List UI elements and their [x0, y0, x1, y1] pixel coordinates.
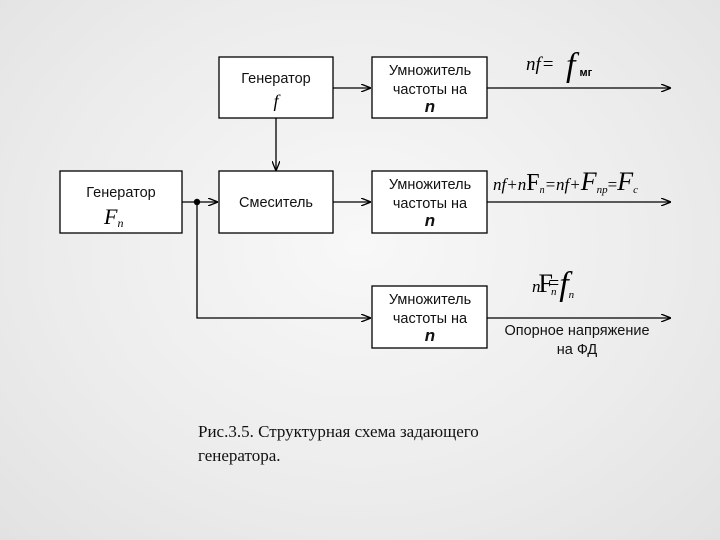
- caption-line1: Рис.3.5. Структурная схема задающего: [198, 422, 479, 441]
- block-multiplier-mid: Умножитель частоты на n: [371, 170, 488, 234]
- generator-f-symbol: f: [273, 91, 281, 111]
- generator-f-title: Генератор: [241, 71, 310, 87]
- figure-caption: Рис.3.5. Структурная схема задающего ген…: [198, 420, 578, 468]
- block-generator-f: Генератор f: [218, 56, 334, 119]
- block-multiplier-bot: Умножитель частоты на n: [371, 285, 488, 349]
- multiplier-top-line1: Умножитель: [389, 63, 471, 79]
- output-bot-expression: nFп=fп: [532, 266, 575, 303]
- output-bot-formula: nFп=fп Опорное напряжение на ФД: [504, 266, 649, 358]
- generator-fn-title: Генератор: [86, 185, 155, 201]
- multiplier-bot-line1: Умножитель: [389, 292, 471, 308]
- arrow-gen-fn-to-mult-bot: [196, 202, 370, 318]
- generator-fn-symbol: Fп: [103, 204, 123, 230]
- reference-voltage-label-line1: Опорное напряжение: [504, 323, 649, 339]
- output-top-lhs: nf=: [526, 54, 554, 75]
- multiplier-bot-line2: частоты на: [393, 311, 468, 327]
- reference-voltage-label-line2: на ФД: [557, 342, 598, 358]
- multiplier-mid-line2: частоты на: [393, 196, 468, 212]
- multiplier-mid-factor: n: [425, 211, 435, 230]
- block-mixer: Смеситель: [218, 170, 334, 234]
- mixer-title: Смеситель: [239, 195, 313, 211]
- output-mid-formula: nf+nFп=nf+Fпр=Fс: [493, 167, 638, 196]
- block-multiplier-top: Умножитель частоты на n: [371, 56, 488, 119]
- multiplier-top-factor: n: [425, 97, 435, 116]
- caption-line2: генератора.: [198, 446, 281, 465]
- connections: [182, 88, 670, 318]
- multiplier-bot-factor: n: [425, 326, 435, 345]
- multiplier-top-line2: частоты на: [393, 82, 468, 98]
- multiplier-mid-line1: Умножитель: [389, 177, 471, 193]
- output-mid-expression: nf+nFп=nf+Fпр=Fс: [493, 167, 638, 196]
- block-generator-fn: Генератор Fп: [59, 170, 183, 234]
